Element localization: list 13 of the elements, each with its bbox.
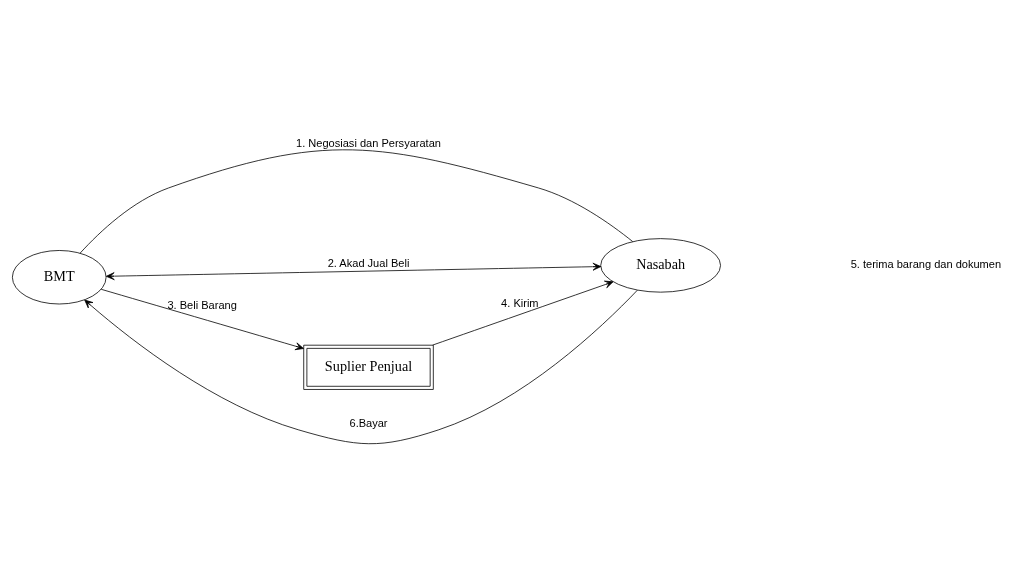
arrow bbox=[105, 262, 602, 281]
node-ellipse: Nasabah bbox=[600, 238, 721, 293]
edge-label: 2. Akad Jual Beli bbox=[327, 257, 410, 270]
edge-label: 4. Kirim bbox=[501, 297, 539, 310]
edge-label: 1. Negosiasi dan Persyaratan bbox=[296, 137, 441, 150]
edge-label: 3. Beli Barang bbox=[167, 299, 237, 312]
arrow bbox=[84, 289, 638, 445]
connector bbox=[79, 149, 634, 254]
arrow bbox=[100, 288, 304, 351]
arrow bbox=[432, 280, 614, 346]
edge-label: 6.Bayar bbox=[349, 416, 388, 429]
node-ellipse: BMT bbox=[12, 250, 107, 305]
label: 5. terima barang dan dokumen bbox=[850, 258, 1002, 271]
